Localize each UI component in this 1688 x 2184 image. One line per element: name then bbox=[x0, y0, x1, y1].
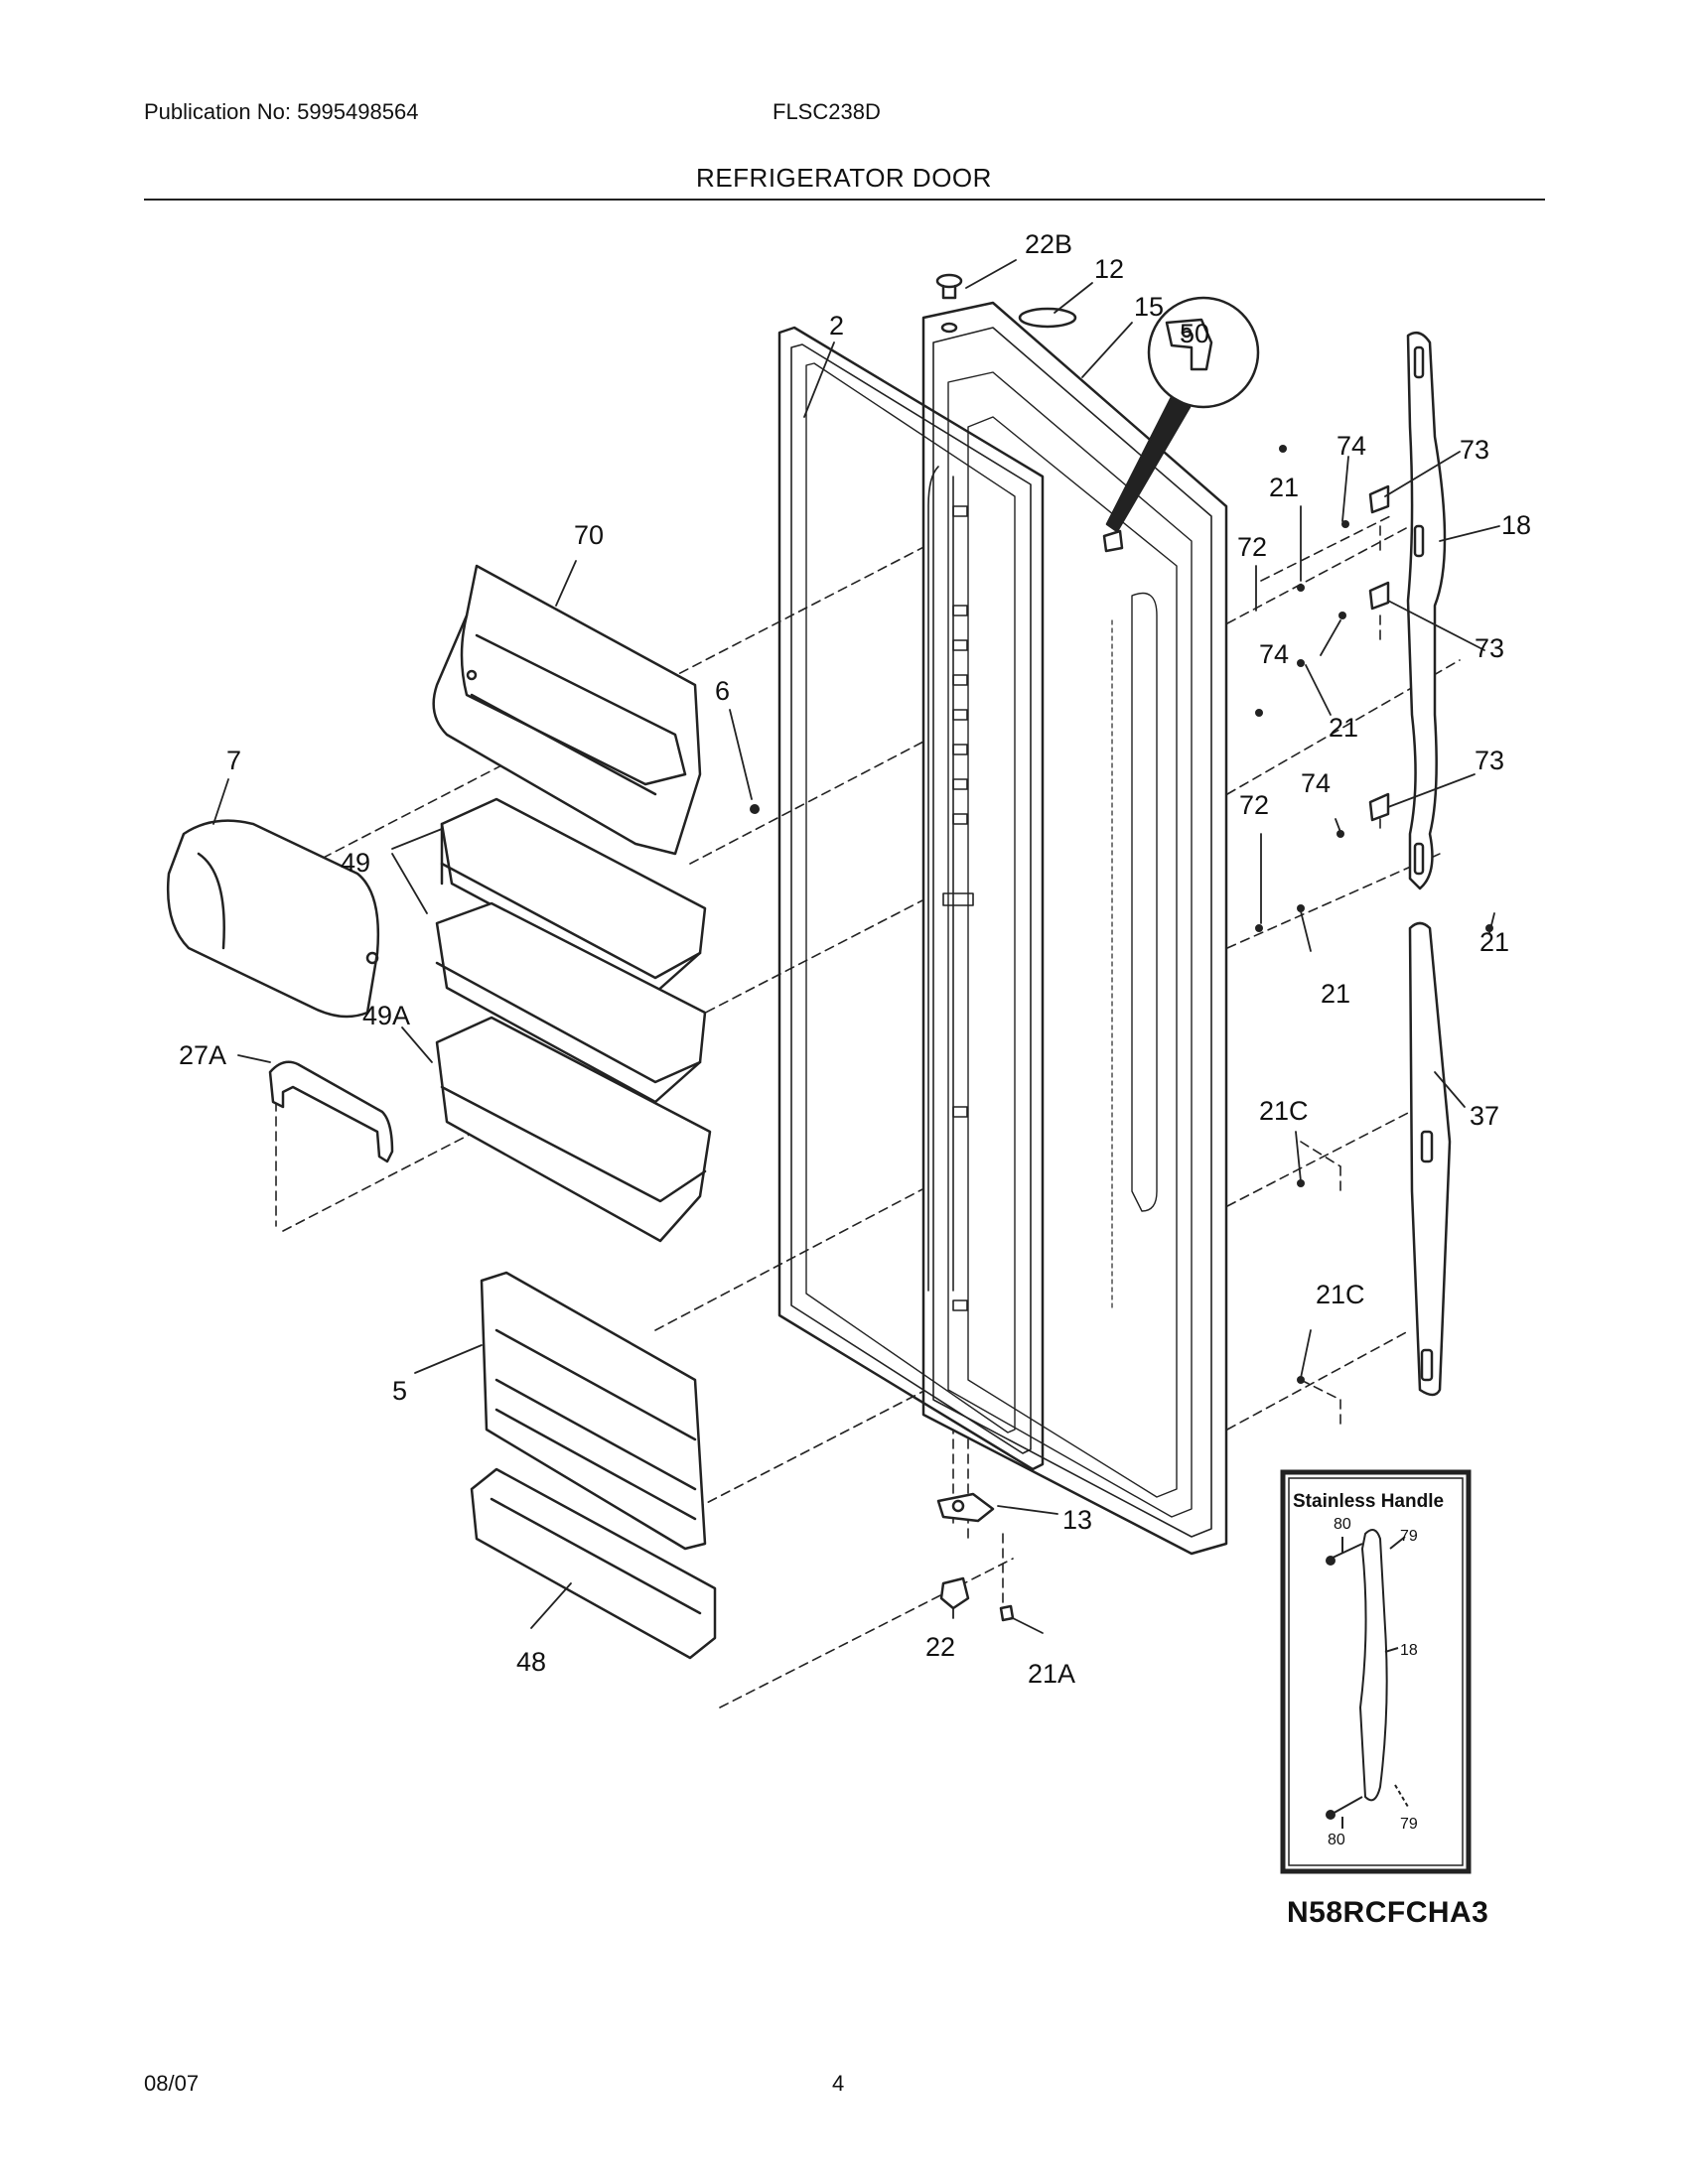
top-plug bbox=[1018, 307, 1077, 329]
label-37: 37 bbox=[1470, 1101, 1499, 1131]
liner-ribs bbox=[927, 466, 974, 1311]
inset-label-80-bottom: 80 bbox=[1328, 1832, 1345, 1848]
label-72: 72 bbox=[1237, 532, 1267, 562]
bottom-hinge bbox=[936, 1492, 995, 1523]
label-2: 2 bbox=[829, 311, 844, 341]
label-12: 12 bbox=[1094, 254, 1124, 284]
cover-handle bbox=[268, 1060, 394, 1163]
diagram-code: N58RCFCHA3 bbox=[1287, 1896, 1489, 1929]
label-5: 5 bbox=[392, 1376, 407, 1406]
label-73: 73 bbox=[1475, 746, 1504, 775]
label-74: 74 bbox=[1259, 639, 1289, 669]
handle-trim bbox=[1408, 921, 1452, 1397]
label-21C: 21C bbox=[1316, 1280, 1365, 1309]
label-15: 15 bbox=[1134, 292, 1164, 322]
section-title: REFRIGERATOR DOOR bbox=[696, 163, 992, 193]
dairy-cover bbox=[166, 819, 380, 1019]
inset-label-18: 18 bbox=[1400, 1642, 1418, 1659]
label-72: 72 bbox=[1239, 790, 1269, 820]
part-labels: 22B 12 15 2 50 74 73 21 18 72 70 74 73 6… bbox=[179, 229, 1531, 1689]
footer-date: 08/07 bbox=[144, 2071, 200, 2096]
label-21: 21 bbox=[1269, 473, 1299, 502]
hinge-cap bbox=[935, 273, 963, 334]
label-21A: 21A bbox=[1028, 1659, 1075, 1689]
label-21C: 21C bbox=[1259, 1096, 1309, 1126]
page-number: 4 bbox=[832, 2071, 845, 2096]
label-74: 74 bbox=[1336, 431, 1366, 461]
label-73: 73 bbox=[1460, 435, 1489, 465]
label-18: 18 bbox=[1501, 510, 1531, 540]
inset-label-79-top: 79 bbox=[1400, 1528, 1418, 1545]
label-21: 21 bbox=[1321, 979, 1350, 1009]
label-74: 74 bbox=[1301, 768, 1331, 798]
upper-bin bbox=[432, 564, 702, 856]
hinge-screw bbox=[999, 1604, 1015, 1622]
label-49A: 49A bbox=[362, 1001, 410, 1030]
label-48: 48 bbox=[516, 1647, 546, 1677]
label-22: 22 bbox=[925, 1632, 955, 1662]
publication-number: Publication No: 5995498564 bbox=[144, 99, 419, 124]
stainless-handle-inset: Stainless Handle 80 79 18 80 79 bbox=[1280, 1469, 1472, 1874]
model-number: FLSC238D bbox=[773, 99, 881, 124]
lower-bin bbox=[470, 1467, 717, 1660]
label-73: 73 bbox=[1475, 633, 1504, 663]
door-shelf-upper bbox=[440, 797, 707, 995]
header-rule bbox=[144, 199, 1545, 201]
leader-lines bbox=[212, 259, 1500, 1634]
door-gasket bbox=[777, 326, 1045, 1471]
hinge-bushing bbox=[939, 1576, 970, 1610]
bracket-callout bbox=[1102, 296, 1260, 553]
door-shelf-middle bbox=[435, 901, 707, 1104]
label-49: 49 bbox=[341, 848, 370, 878]
handle-bracket-middle bbox=[1368, 581, 1390, 611]
label-7: 7 bbox=[226, 746, 241, 775]
handle-bracket-top bbox=[1368, 484, 1390, 514]
door-handle bbox=[1406, 331, 1447, 890]
label-6: 6 bbox=[715, 676, 730, 706]
can-rack-shelf bbox=[480, 1271, 707, 1551]
fasteners bbox=[750, 445, 1493, 1384]
label-22B: 22B bbox=[1025, 229, 1072, 259]
handle-bracket-bottom bbox=[1368, 792, 1390, 822]
outer-door-shell bbox=[921, 301, 1228, 1556]
label-27A: 27A bbox=[179, 1040, 226, 1070]
inset-title: Stainless Handle bbox=[1293, 1491, 1444, 1512]
label-70: 70 bbox=[574, 520, 604, 550]
inset-label-79-bottom: 79 bbox=[1400, 1816, 1418, 1833]
door-shelf-lower bbox=[435, 1016, 712, 1243]
inset-label-80-top: 80 bbox=[1334, 1516, 1351, 1533]
label-13: 13 bbox=[1062, 1505, 1092, 1535]
label-21: 21 bbox=[1329, 713, 1358, 743]
label-50: 50 bbox=[1180, 319, 1209, 348]
label-21: 21 bbox=[1479, 927, 1509, 957]
